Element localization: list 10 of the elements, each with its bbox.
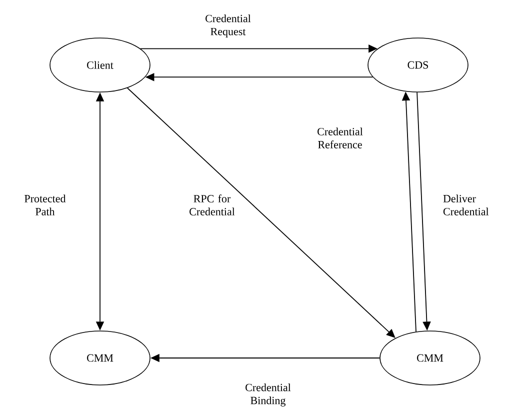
edge-label: Protected Path: [24, 194, 66, 216]
ellipse-node: CMM: [380, 330, 480, 386]
ellipse-node: Client: [50, 38, 150, 92]
edge-label: Credential Request: [206, 14, 251, 38]
ellipse-node: CDS: [368, 38, 468, 92]
edge-label: Credential Binding: [246, 384, 291, 406]
ellipse-node: CMM: [50, 330, 150, 386]
edge-label: Deliver Credential: [443, 194, 489, 216]
edge-label: RPC for Credential: [190, 194, 235, 216]
edge-label: Credential Reference: [318, 128, 363, 148]
